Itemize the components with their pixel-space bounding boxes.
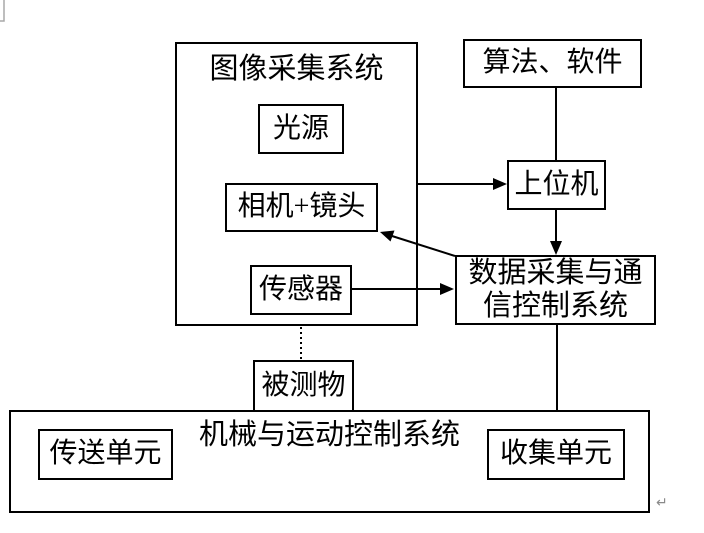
paragraph-return-mark: ↵ xyxy=(656,494,668,510)
light-source-label: 光源 xyxy=(272,112,329,144)
camera-lens-box: 相机+镜头 xyxy=(225,183,378,232)
host-computer-box: 上位机 xyxy=(507,160,606,210)
crop-corner-mark xyxy=(0,0,5,22)
measured-object-box: 被测物 xyxy=(253,360,354,412)
image-acquisition-system-title: 图像采集系统 xyxy=(209,53,384,85)
collection-unit-label: 收集单元 xyxy=(499,438,612,470)
collection-unit-box: 收集单元 xyxy=(487,429,625,480)
measured-object-label: 被测物 xyxy=(261,369,346,401)
arrowhead-sensor-datacomm xyxy=(440,283,454,295)
mechanical-system-title: 机械与运动控制系统 xyxy=(198,419,460,451)
arrowhead-imgsys-host xyxy=(493,178,507,190)
transfer-unit-box: 传送单元 xyxy=(38,429,173,480)
light-source-box: 光源 xyxy=(258,104,344,154)
host-computer-label: 上位机 xyxy=(514,168,599,200)
algorithm-software-box: 算法、软件 xyxy=(463,39,642,88)
image-acquisition-system-box: 图像采集系统 xyxy=(175,42,418,326)
sensor-label: 传感器 xyxy=(258,273,343,305)
camera-lens-label: 相机+镜头 xyxy=(237,191,366,223)
sensor-box: 传感器 xyxy=(250,265,352,315)
data-comm-system-label-line2: 信控制系统 xyxy=(482,290,628,322)
data-comm-system-box: 数据采集与通 信控制系统 xyxy=(455,255,656,325)
algorithm-software-label: 算法、软件 xyxy=(482,47,623,79)
data-comm-system-label-line1: 数据采集与通 xyxy=(468,257,643,289)
arrowhead-host-datacomm xyxy=(550,241,562,255)
transfer-unit-label: 传送单元 xyxy=(49,438,162,470)
